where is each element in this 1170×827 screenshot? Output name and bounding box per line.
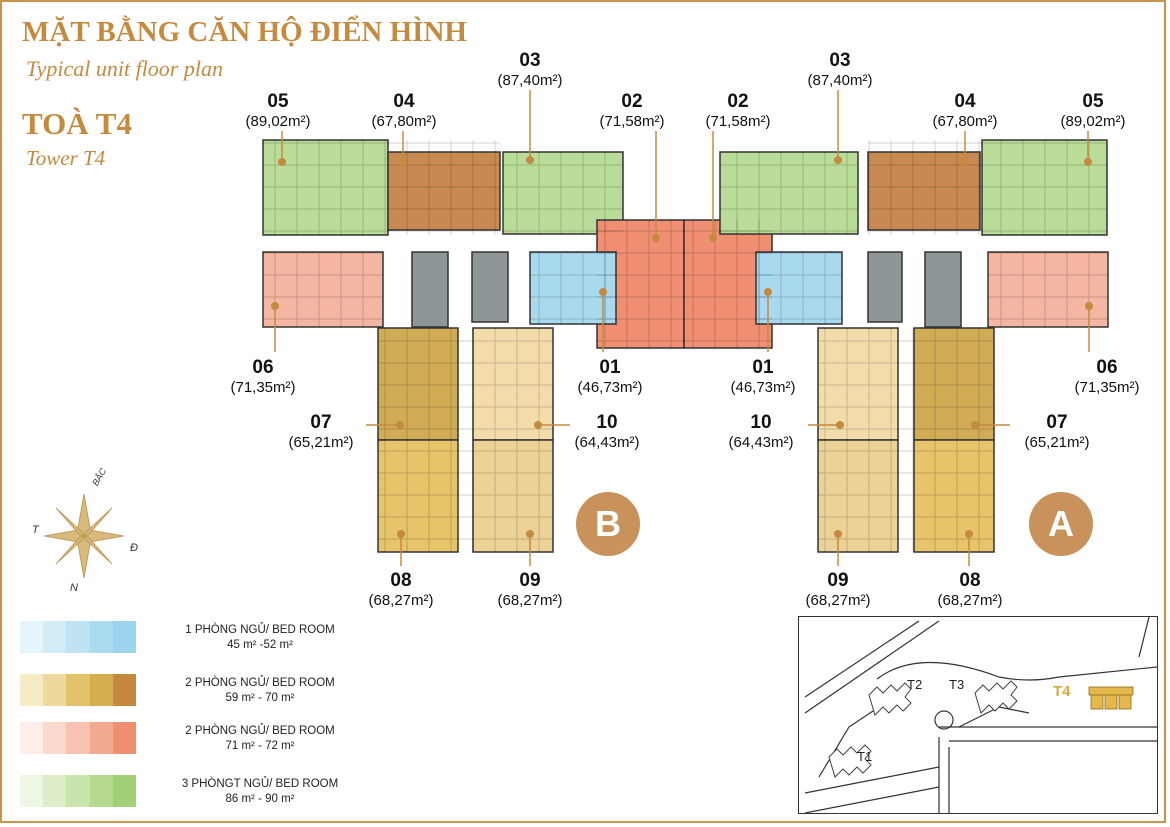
unit-03-right[interactable] xyxy=(719,151,859,235)
unit-label-10-left: 10(64,43m²) xyxy=(574,412,640,451)
legend-swatch-cell xyxy=(66,621,90,653)
core-left xyxy=(411,251,449,328)
site-map: T1 T2 T3 T4 xyxy=(798,616,1158,814)
unit-label-05-right: 05(89,02m²) xyxy=(1060,91,1126,130)
compass-east-label: Đ xyxy=(130,542,138,554)
legend-swatch-cell xyxy=(66,775,90,807)
core-left-2 xyxy=(471,251,509,323)
legend-swatch-cell xyxy=(66,674,90,706)
legend-swatch-cell xyxy=(20,722,44,754)
unit-label-04-left: 04(67,80m²) xyxy=(371,91,437,130)
legend-swatch-cell xyxy=(20,621,44,653)
site-t1-label: T1 xyxy=(857,749,873,764)
legend-swatch-cell xyxy=(43,621,67,653)
core-right-2 xyxy=(867,251,903,323)
legend-swatch-cell xyxy=(112,674,137,706)
core-right xyxy=(924,251,962,328)
unit-01-right[interactable] xyxy=(755,251,843,325)
unit-09-right[interactable] xyxy=(817,439,899,553)
site-t3-label: T3 xyxy=(949,677,965,692)
unit-07-right[interactable] xyxy=(913,327,995,441)
unit-10-right[interactable] xyxy=(817,327,899,441)
unit-label-08-right: 08(68,27m²) xyxy=(937,570,1003,609)
unit-08-right[interactable] xyxy=(913,439,995,553)
compass-north-label: N xyxy=(70,582,78,594)
unit-label-09-left: 09(68,27m²) xyxy=(497,570,563,609)
page-title: MẶT BẰNG CĂN HỘ ĐIỂN HÌNH xyxy=(22,16,467,48)
compass-star-icon xyxy=(43,493,125,579)
site-map-drawing xyxy=(804,616,1158,814)
compass-west-label: T xyxy=(32,524,39,536)
legend-swatch xyxy=(20,674,137,706)
legend-swatch xyxy=(20,621,137,653)
unit-label-02-right: 02(71,58m²) xyxy=(705,91,771,130)
page-subtitle: Typical unit floor plan xyxy=(26,56,223,81)
tower-title: TOÀ T4 xyxy=(22,106,132,141)
legend-swatch-cell xyxy=(43,775,67,807)
unit-label-04-right: 04(67,80m²) xyxy=(932,91,998,130)
unit-label-07-left: 07(65,21m²) xyxy=(288,412,354,451)
wing-a-badge: A xyxy=(1029,492,1093,556)
legend-swatch-cell xyxy=(89,775,113,807)
legend-swatch-cell xyxy=(89,621,113,653)
unit-label-10-right: 10(64,43m²) xyxy=(728,412,794,451)
unit-label-01-left: 01(46,73m²) xyxy=(577,357,643,396)
legend-swatch-cell xyxy=(112,621,137,653)
unit-08-left[interactable] xyxy=(377,439,459,553)
site-t4-label: T4 xyxy=(1053,683,1071,700)
unit-09-left[interactable] xyxy=(472,439,554,553)
unit-label-05-left: 05(89,02m²) xyxy=(245,91,311,130)
unit-label-03-right: 03(87,40m²) xyxy=(807,50,873,89)
wing-b-badge: B xyxy=(576,492,640,556)
unit-label-09-right: 09(68,27m²) xyxy=(805,570,871,609)
legend-swatch-cell xyxy=(112,775,137,807)
unit-07-left[interactable] xyxy=(377,327,459,441)
unit-label-02-left: 02(71,58m²) xyxy=(599,91,665,130)
unit-label-07-right: 07(65,21m²) xyxy=(1024,412,1090,451)
unit-label-03-left: 03(87,40m²) xyxy=(497,50,563,89)
legend-swatch-cell xyxy=(89,674,113,706)
legend-swatch-cell xyxy=(43,722,67,754)
legend-swatch-cell xyxy=(66,722,90,754)
compass-rose: T Đ N BẮC xyxy=(30,466,140,596)
legend-swatch-cell xyxy=(20,674,44,706)
unit-label-01-right: 01(46,73m²) xyxy=(730,357,796,396)
site-t2-label: T2 xyxy=(907,677,923,692)
unit-label-06-right: 06(71,35m²) xyxy=(1074,357,1140,396)
unit-06-left[interactable] xyxy=(262,251,384,328)
tower-subtitle: Tower T4 xyxy=(26,146,106,170)
unit-label-08-left: 08(68,27m²) xyxy=(368,570,434,609)
legend-swatch xyxy=(20,722,137,754)
legend-swatch-cell xyxy=(43,674,67,706)
unit-06-right[interactable] xyxy=(987,251,1109,328)
legend-swatch xyxy=(20,775,137,807)
legend-swatch-cell xyxy=(20,775,44,807)
legend-swatch-cell xyxy=(112,722,137,754)
legend-swatch-cell xyxy=(89,722,113,754)
unit-label-06-left: 06(71,35m²) xyxy=(230,357,296,396)
